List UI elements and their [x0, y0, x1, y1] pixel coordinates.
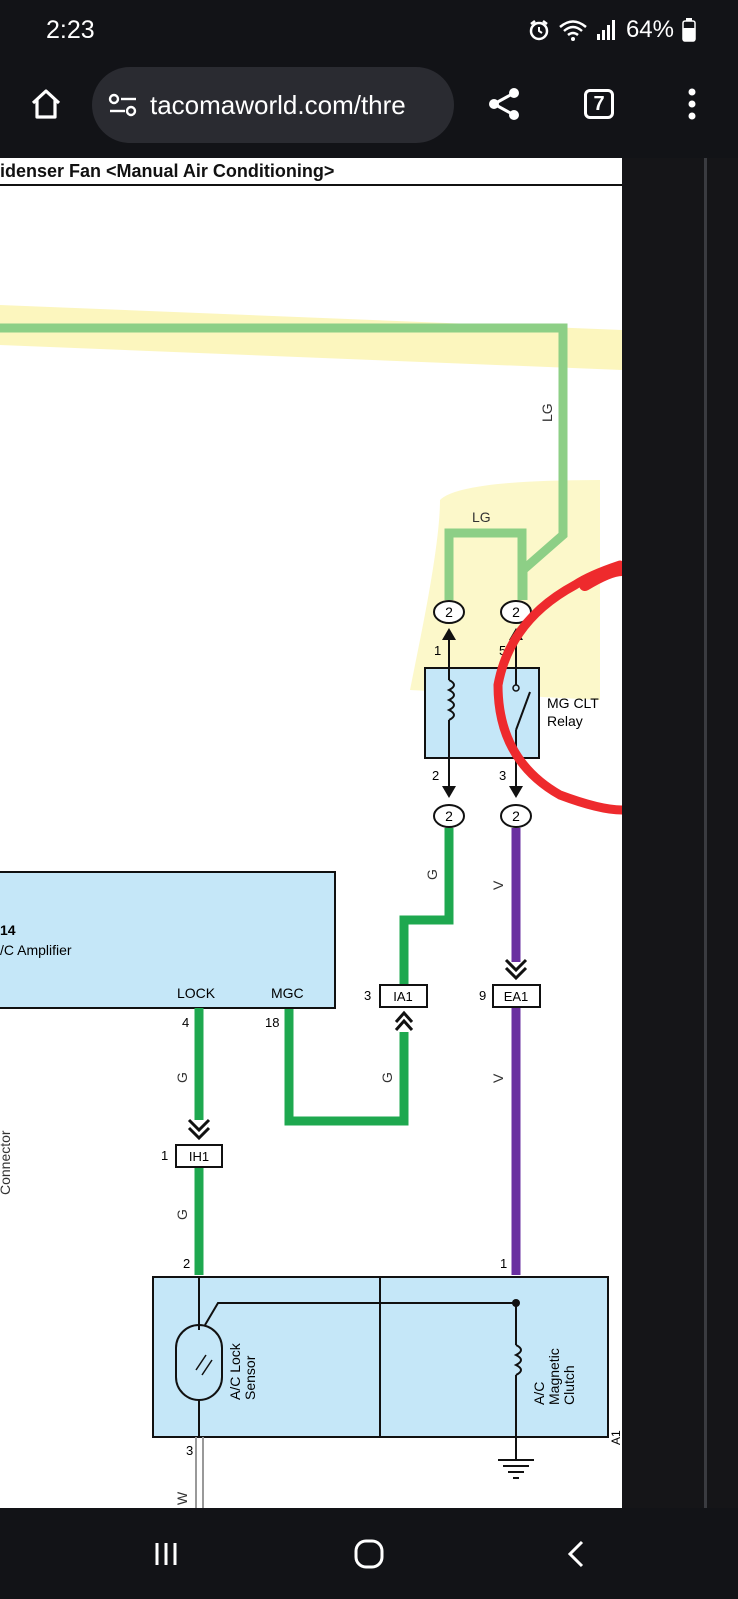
connector-ia1 [379, 984, 428, 1008]
highlight-mark [0, 305, 622, 370]
wire-g-mgc [284, 1008, 409, 1126]
svg-text:3: 3 [499, 768, 506, 783]
svg-text:G: G [424, 869, 440, 880]
svg-text:G: G [174, 1072, 190, 1083]
svg-text:MG CLT: MG CLT [547, 695, 599, 711]
connector [433, 600, 465, 624]
wire-label: LG [472, 509, 491, 525]
wire-lg-relay [444, 528, 527, 600]
alarm-icon [528, 19, 550, 41]
svg-text:9: 9 [479, 988, 486, 1003]
svg-text:A1: A1 [609, 1430, 622, 1445]
svg-text:Magnetic: Magnetic [546, 1348, 562, 1405]
wifi-icon [558, 19, 588, 41]
status-bar: 2:23 64% [0, 0, 738, 62]
svg-text:Clutch: Clutch [561, 1365, 577, 1405]
svg-text:2: 2 [512, 808, 520, 824]
status-icons: 64% [528, 16, 696, 44]
web-content[interactable]: idenser Fan <Manual Air Conditioning> LG… [0, 158, 738, 1508]
address-bar[interactable]: tacomaworld.com/thre [92, 67, 454, 143]
svg-text:18: 18 [265, 1015, 279, 1030]
page-margin [622, 158, 738, 1508]
connector-edge-label: Connector [0, 1130, 13, 1195]
system-nav-bar [0, 1508, 738, 1599]
diagram-title: idenser Fan <Manual Air Conditioning> [0, 161, 334, 181]
magnetic-clutch-coil [513, 1344, 522, 1376]
svg-text:3: 3 [364, 988, 371, 1003]
svg-text:A/C Lock: A/C Lock [227, 1342, 243, 1400]
battery-icon [682, 18, 696, 42]
connector-ea1 [492, 984, 541, 1008]
svg-text:4: 4 [182, 1015, 189, 1030]
svg-text:1: 1 [161, 1148, 168, 1163]
home-icon[interactable] [22, 80, 70, 128]
svg-text:IH1: IH1 [189, 1149, 209, 1164]
back-icon[interactable] [553, 1530, 601, 1578]
svg-text:2: 2 [183, 1256, 190, 1271]
battery-percent: 64% [625, 16, 674, 43]
url-text[interactable]: tacomaworld.com/thre [150, 89, 406, 120]
svg-text:A/C: A/C [531, 1382, 547, 1405]
wiring-diagram: idenser Fan <Manual Air Conditioning> LG… [0, 161, 622, 1508]
svg-text:2: 2 [512, 604, 520, 620]
svg-text:5: 5 [499, 643, 506, 658]
svg-text:W: W [174, 1491, 190, 1505]
mg-clt-relay [424, 667, 540, 759]
tabs-icon[interactable]: 7 [584, 89, 614, 119]
site-settings-icon[interactable] [108, 92, 138, 118]
svg-text:3: 3 [186, 1443, 193, 1458]
connector-ih1 [175, 1144, 223, 1168]
svg-text:2: 2 [445, 604, 453, 620]
status-time: 2:23 [46, 16, 95, 44]
svg-text:Relay: Relay [547, 713, 583, 729]
svg-text:Sensor: Sensor [242, 1355, 258, 1400]
share-icon[interactable] [480, 80, 528, 128]
svg-text:14: 14 [0, 922, 16, 938]
connector [433, 804, 465, 828]
svg-text:IA1: IA1 [393, 989, 413, 1004]
svg-text:G: G [379, 1072, 395, 1083]
svg-text:2: 2 [432, 768, 439, 783]
svg-text:V: V [490, 880, 506, 890]
home-nav-icon[interactable] [345, 1530, 393, 1578]
recents-icon[interactable] [142, 1530, 190, 1578]
svg-text:1: 1 [500, 1256, 507, 1271]
svg-text:V: V [490, 1073, 506, 1083]
browser-toolbar: tacomaworld.com/thre 7 [0, 62, 738, 158]
svg-text:LOCK: LOCK [177, 985, 216, 1001]
svg-text:G: G [174, 1209, 190, 1220]
wire-g [399, 828, 454, 985]
svg-text:/C Amplifier: /C Amplifier [0, 942, 72, 958]
red-annotation-circle [493, 560, 622, 815]
wire-label: LG [539, 403, 555, 422]
more-icon[interactable] [674, 80, 710, 128]
svg-text:1: 1 [434, 643, 441, 658]
wiring-diagram-page: idenser Fan <Manual Air Conditioning> LG… [0, 158, 622, 1508]
svg-text:MGC: MGC [271, 985, 304, 1001]
ac-amplifier [0, 871, 336, 1009]
svg-text:EA1: EA1 [504, 989, 529, 1004]
svg-text:2: 2 [445, 808, 453, 824]
relay-switch [515, 691, 531, 731]
signal-icon [596, 19, 618, 41]
connector [500, 804, 532, 828]
relay-coil [446, 679, 455, 721]
